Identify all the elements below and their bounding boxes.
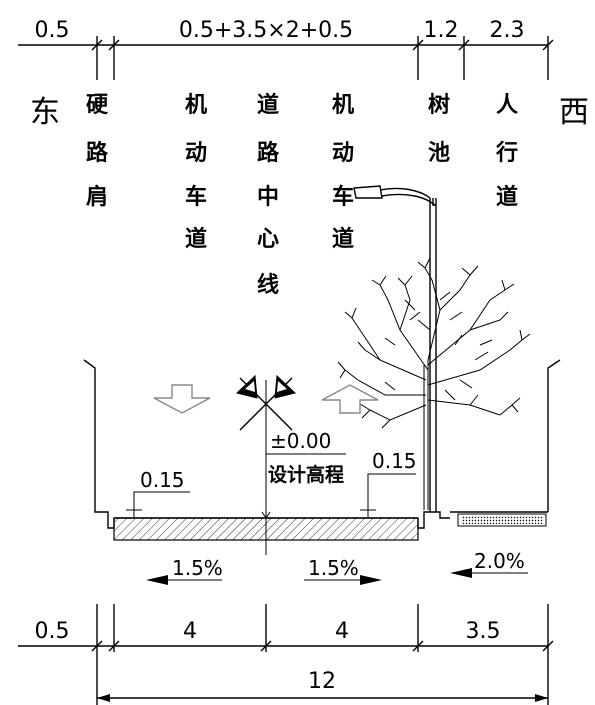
curb-height-right: 0.15 bbox=[360, 449, 417, 517]
top-dim-carriageway: 0.5+3.5×2+0.5 bbox=[179, 18, 353, 43]
sidewalk-dot-fill bbox=[461, 516, 543, 524]
slope-right: 1.5% bbox=[304, 556, 382, 585]
top-dimension-line: 0.5 0.5+3.5×2+0.5 1.2 2.3 bbox=[18, 18, 554, 80]
svg-text:道: 道 bbox=[496, 184, 518, 210]
svg-text:中: 中 bbox=[257, 185, 279, 210]
svg-text:线: 线 bbox=[257, 272, 279, 298]
column-center-line: 道 路 中 心 线 bbox=[257, 92, 280, 298]
svg-text:道: 道 bbox=[185, 226, 207, 252]
svg-text:肩: 肩 bbox=[86, 184, 108, 210]
svg-text:心: 心 bbox=[257, 227, 279, 252]
elevation-value: ±0.00 bbox=[270, 429, 331, 453]
svg-text:人: 人 bbox=[496, 93, 518, 118]
curb-height-left: 0.15 bbox=[126, 468, 190, 517]
bottom-dim-lane-right: 4 bbox=[335, 619, 349, 644]
svg-text:树: 树 bbox=[428, 92, 450, 118]
arrow-up-right-icon bbox=[321, 384, 379, 414]
column-motor-lane-left: 机 动 车 道 bbox=[185, 93, 207, 252]
column-tree-pit: 树 池 bbox=[428, 92, 450, 166]
total-width: 12 bbox=[308, 669, 336, 694]
svg-text:0.15: 0.15 bbox=[372, 449, 417, 473]
svg-text:1.5%: 1.5% bbox=[308, 556, 359, 580]
svg-text:机: 机 bbox=[332, 93, 354, 118]
bottom-dimension-line: 0.5 4 4 3.5 bbox=[18, 604, 554, 705]
column-hard-shoulder: 硬 路 肩 bbox=[86, 93, 109, 210]
bottom-dim-lane-left: 4 bbox=[183, 619, 197, 644]
svg-text:路: 路 bbox=[86, 140, 109, 166]
svg-text:车: 车 bbox=[185, 184, 207, 210]
top-dim-shoulder: 0.5 bbox=[35, 18, 70, 43]
slope-left: 1.5% bbox=[146, 556, 223, 585]
tree-icon bbox=[337, 257, 531, 510]
elevation-marker: ±0.00 设计高程 bbox=[266, 429, 346, 486]
bottom-dim-shoulder: 0.5 bbox=[35, 619, 70, 644]
svg-text:动: 动 bbox=[332, 141, 354, 166]
svg-text:车: 车 bbox=[332, 184, 354, 210]
total-dimension-line: 12 bbox=[97, 669, 548, 702]
svg-text:动: 动 bbox=[185, 141, 207, 166]
svg-text:0.15: 0.15 bbox=[140, 468, 185, 492]
arrow-down-left-icon bbox=[153, 384, 211, 414]
svg-text:2.0%: 2.0% bbox=[474, 549, 525, 573]
street-lamp bbox=[353, 185, 437, 512]
east-label: 东 bbox=[30, 95, 60, 130]
elevation-label: 设计高程 bbox=[268, 463, 344, 486]
slope-sidewalk: 2.0% bbox=[450, 549, 528, 578]
west-label: 西 bbox=[559, 95, 589, 130]
top-dim-tree-pit: 1.2 bbox=[424, 18, 459, 43]
bottom-dim-sidewalk: 3.5 bbox=[466, 619, 501, 644]
svg-text:道: 道 bbox=[332, 226, 354, 252]
svg-text:路: 路 bbox=[257, 140, 280, 166]
svg-text:1.5%: 1.5% bbox=[172, 556, 223, 580]
svg-text:机: 机 bbox=[185, 93, 207, 118]
column-sidewalk: 人 行 道 bbox=[495, 93, 518, 210]
svg-text:行: 行 bbox=[495, 140, 518, 166]
center-flags-icon bbox=[235, 374, 297, 431]
svg-text:道: 道 bbox=[257, 92, 279, 118]
svg-text:硬: 硬 bbox=[86, 93, 109, 118]
top-dim-sidewalk: 2.3 bbox=[490, 18, 525, 43]
svg-text:池: 池 bbox=[428, 141, 450, 166]
column-motor-lane-right: 机 动 车 道 bbox=[332, 93, 354, 252]
